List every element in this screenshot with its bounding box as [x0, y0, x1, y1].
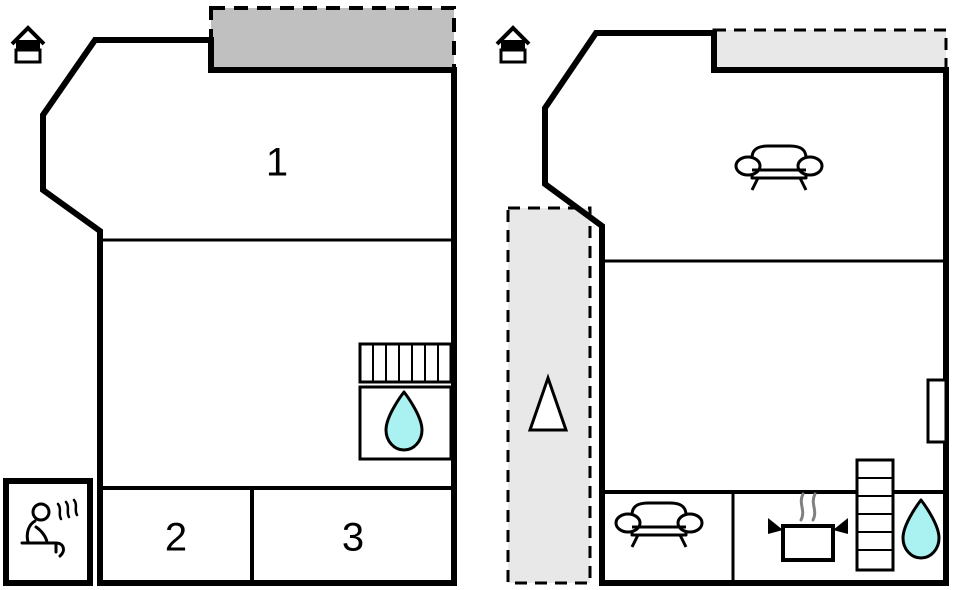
right-sofa-icon-upper [734, 144, 824, 191]
right-top-terrace [712, 28, 948, 72]
cooking-pot-icon [768, 492, 848, 562]
room-label-3: 3 [342, 516, 364, 560]
left-water-drop-icon [384, 390, 424, 452]
right-wall-door-icon [926, 378, 948, 444]
left-staircase-icon [358, 342, 453, 384]
room-label-2: 2 [165, 516, 187, 560]
left-outer-wall [40, 37, 457, 586]
right-water-drop-icon [901, 498, 941, 560]
left-top-terrace [209, 6, 456, 72]
left-floor-plan: 1 2 3 [3, 6, 457, 586]
right-staircase-icon [855, 458, 895, 572]
house-north-icon [10, 25, 46, 64]
left-sauna-icon [3, 478, 93, 586]
right-floor-plan [495, 25, 949, 586]
house-north-icon-right [495, 25, 531, 64]
right-outer-wall [542, 30, 949, 586]
right-sofa-icon-lower [614, 501, 704, 548]
parasol-triangle-icon [527, 373, 569, 432]
room-label-1: 1 [266, 141, 288, 185]
